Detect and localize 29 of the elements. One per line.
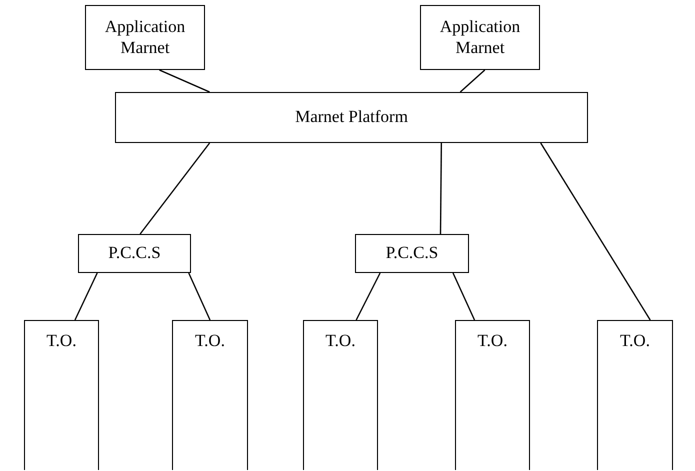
process-box <box>455 320 530 470</box>
process-box <box>420 5 540 70</box>
process-box <box>355 234 469 273</box>
process-box <box>597 320 673 470</box>
connector-line <box>188 272 211 320</box>
box-label: T.O. <box>326 331 356 352</box>
box-label: T.O. <box>620 331 650 352</box>
box-label: T.O. <box>46 331 76 352</box>
process-box <box>78 234 191 273</box>
box-label: T.O. <box>195 331 225 352</box>
connector-line <box>74 272 98 320</box>
box-label: T.O. <box>478 331 508 352</box>
connector-line <box>140 142 210 234</box>
box-label: P.C.C.S <box>386 243 438 264</box>
connector-line <box>540 142 651 320</box>
connector-line <box>452 272 476 320</box>
process-box <box>115 92 588 143</box>
box-label: Application Marnet <box>104 17 186 58</box>
connector-line <box>440 143 442 234</box>
box-label: P.C.C.S <box>108 243 161 264</box>
box-label: Application Marnet <box>438 17 522 58</box>
box-label: Marnet Platform <box>295 107 408 128</box>
connector-line <box>356 272 381 320</box>
process-box <box>172 320 248 470</box>
connector-line <box>460 70 486 92</box>
process-box <box>303 320 378 470</box>
process-box <box>85 5 205 70</box>
process-box <box>24 320 99 470</box>
connector-line <box>159 69 210 93</box>
